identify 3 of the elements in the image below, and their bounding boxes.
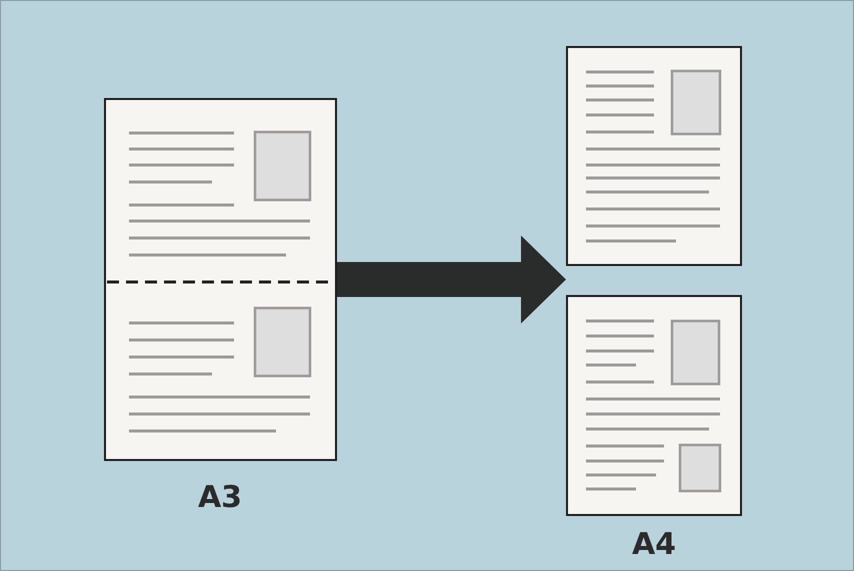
paper-size-label: A3 [198,480,242,515]
arrow [337,236,566,324]
paper-size-label: A4 [632,527,676,562]
